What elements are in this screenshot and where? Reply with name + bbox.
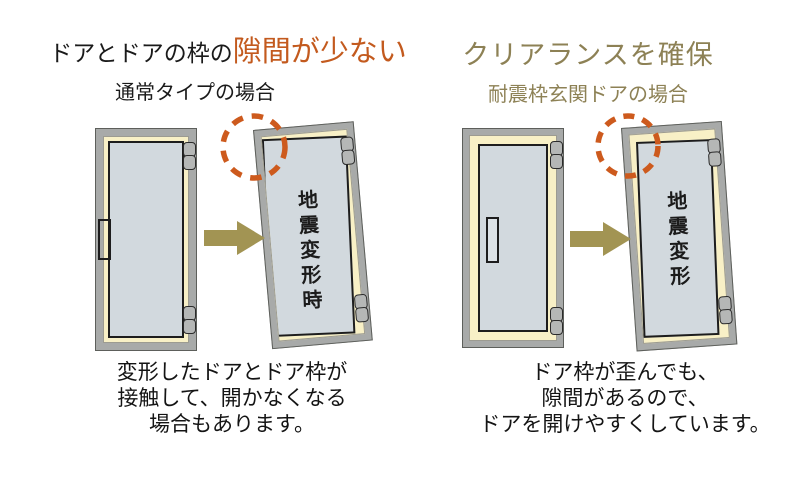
- hinge-segment: [183, 155, 196, 170]
- earthquake-label: 地震変形時: [294, 188, 324, 315]
- hinge-icon: [353, 293, 370, 323]
- hinge-icon: [718, 295, 733, 325]
- right-subtitle: 耐震枠玄関ドアの場合: [488, 84, 688, 106]
- description-line: 接触して、開かなくなる: [117, 386, 347, 410]
- door-frame-gap: [103, 136, 189, 343]
- hinge-segment: [354, 306, 370, 323]
- door-resistant-deformed: 地震変形: [621, 120, 738, 352]
- hinge-icon: [550, 141, 563, 169]
- hinge-icon: [550, 307, 563, 335]
- arrow-right-icon: [570, 222, 631, 256]
- description-line: ドア枠が歪んでも、: [531, 360, 719, 384]
- left-title-accent: 隙間が少ない: [232, 36, 407, 68]
- description-line: 変形したドアとドア枠が: [116, 360, 348, 384]
- door-handle: [98, 219, 111, 260]
- hinge-segment: [183, 319, 196, 334]
- description-line: ドアを開けやすくしています。: [479, 412, 771, 436]
- description-line: 隙間があるので、: [541, 386, 709, 410]
- door-frame-clearance: [469, 135, 557, 341]
- left-title-plain: ドアとドアの枠の: [49, 41, 233, 66]
- hinge-segment: [718, 308, 733, 325]
- hinge-icon: [183, 142, 196, 170]
- hinge-segment: [341, 149, 356, 166]
- door-panel: [108, 141, 184, 338]
- hinge-icon: [706, 138, 722, 167]
- right-description: ドア枠が歪んでも、 隙間があるので、 ドアを開けやすくしています。: [425, 359, 800, 437]
- left-title: ドアとドアの枠の隙間が少ない: [18, 36, 438, 69]
- left-subtitle: 通常タイプの場合: [115, 82, 275, 104]
- door-normal-deformed: 地震変形時: [253, 121, 373, 350]
- earthquake-label: 地震変形: [663, 190, 692, 291]
- arrow-right-icon: [204, 221, 265, 255]
- hinge-icon: [183, 306, 196, 334]
- hinge-segment: [550, 320, 563, 335]
- door-panel: 地震変形時: [261, 135, 356, 338]
- hinge-segment: [707, 151, 722, 167]
- left-description: 変形したドアとドア枠が 接触して、開かなくなる 場合もあります。: [32, 359, 432, 437]
- door-handle: [486, 217, 499, 263]
- description-line: 場合もあります。: [149, 412, 315, 436]
- door-resistant-closed: [462, 128, 564, 348]
- door-normal-closed: [95, 128, 197, 351]
- door-panel: 地震変形: [636, 139, 720, 338]
- hinge-icon: [339, 136, 356, 166]
- right-title: クリアランスを確保: [462, 40, 714, 70]
- hinge-segment: [550, 154, 563, 169]
